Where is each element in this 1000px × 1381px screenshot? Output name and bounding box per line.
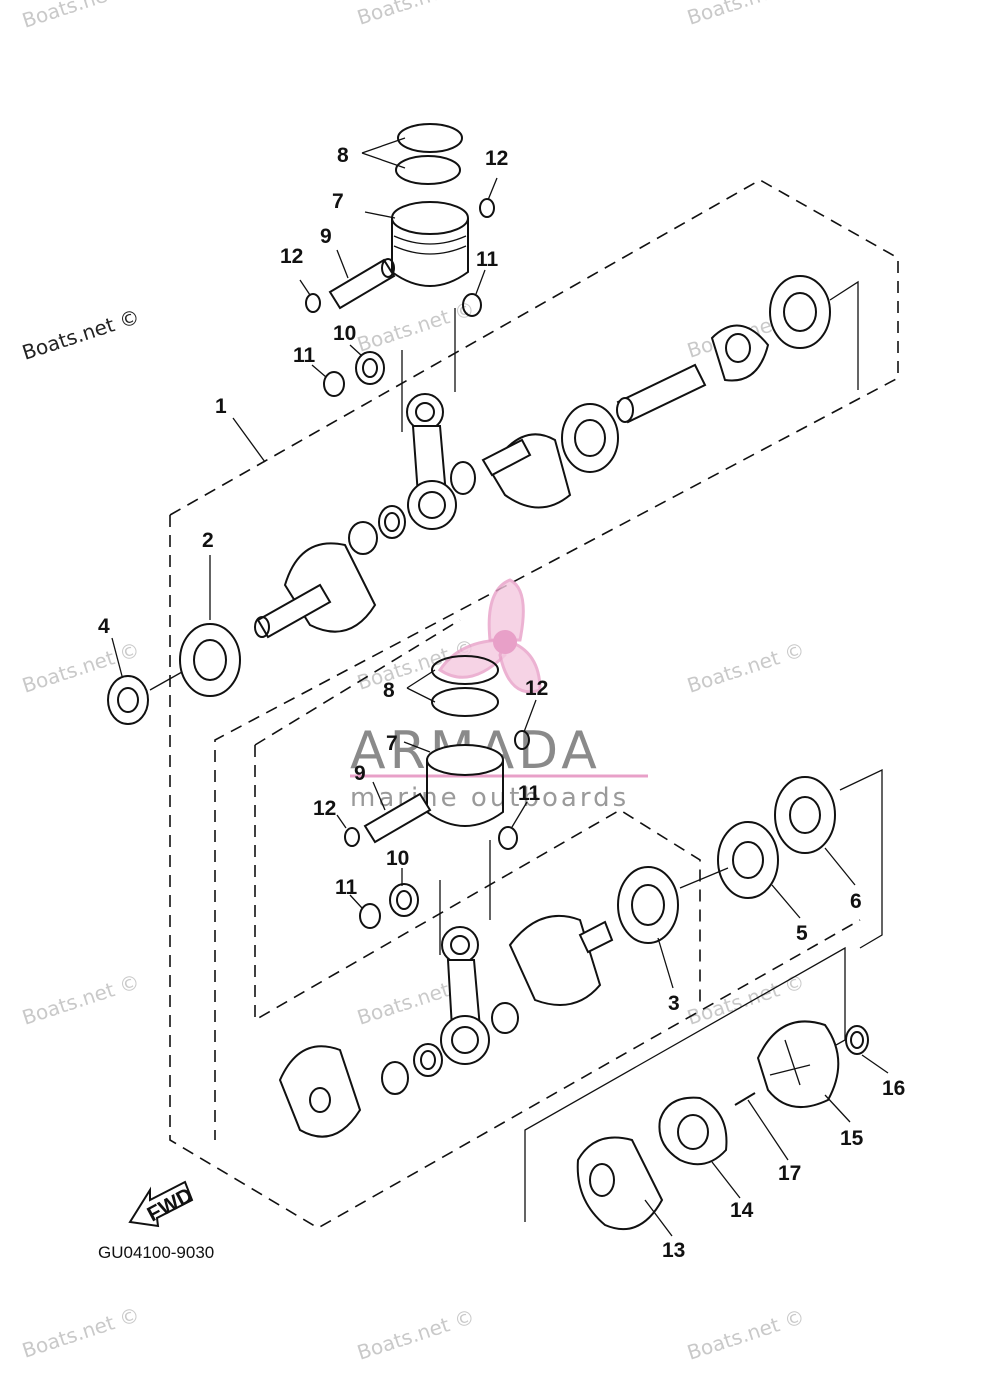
upper-needle-bearing <box>355 351 385 385</box>
crankshaft-assembly-outline <box>169 179 899 1229</box>
watermark-text: Boats.net © <box>684 0 807 30</box>
callout-5: 5 <box>796 922 808 945</box>
callout-1: 1 <box>215 395 227 418</box>
lower-crank-parts <box>278 866 679 1138</box>
callout-labels: 8 12 7 9 12 11 10 11 1 2 4 8 12 7 9 11 1… <box>98 144 905 1262</box>
upper-piston-pin <box>328 258 396 310</box>
callout-10: 10 <box>386 847 409 870</box>
lower-piston-rings <box>431 655 499 717</box>
callout-8: 8 <box>383 679 395 702</box>
oil-seal-5 <box>717 821 779 899</box>
callout-2: 2 <box>202 529 214 552</box>
callout-11: 11 <box>518 782 541 805</box>
ball-bearing-2 <box>179 623 241 697</box>
callout-17: 17 <box>778 1162 801 1185</box>
lower-piston-pin <box>363 792 432 844</box>
watermark-text: Boats.net © <box>19 0 142 33</box>
brand-watermark: ARMADA marine outboards <box>350 578 648 813</box>
callout-10: 10 <box>333 322 356 345</box>
lower-piston <box>426 744 504 827</box>
brand-tagline: marine outboards <box>350 783 629 813</box>
callout-12: 12 <box>280 245 303 268</box>
upper-crank-parts <box>450 275 831 509</box>
callout-15: 15 <box>840 1127 864 1150</box>
callout-11: 11 <box>293 344 316 367</box>
callout-12: 12 <box>525 677 548 700</box>
callout-8: 8 <box>337 144 349 167</box>
watermark-text: Boats.net © <box>19 304 142 365</box>
coupling-13 <box>576 1136 664 1230</box>
watermark-text: Boats.net © <box>354 296 477 357</box>
pin-17 <box>734 1092 756 1106</box>
callout-7: 7 <box>332 190 344 213</box>
upper-clips <box>305 198 495 397</box>
upper-piston-rings <box>395 123 463 185</box>
watermark-text: Boats.net © <box>354 1304 477 1365</box>
callout-12: 12 <box>313 797 336 820</box>
small-bearing <box>348 505 406 555</box>
crank-web-2 <box>254 542 377 639</box>
upper-connecting-rod <box>406 393 457 530</box>
callout-12: 12 <box>485 147 508 170</box>
diagram-code: GU04100-9030 <box>98 1243 214 1262</box>
coupling-15 <box>756 1020 840 1108</box>
lower-needle-bearing <box>389 883 419 917</box>
callout-4: 4 <box>98 615 110 638</box>
callout-3: 3 <box>668 992 680 1015</box>
callout-14: 14 <box>730 1199 754 1222</box>
callout-9: 9 <box>320 225 332 248</box>
callout-9: 9 <box>354 762 366 785</box>
damper-14 <box>658 1096 728 1166</box>
upper-piston <box>391 201 469 287</box>
watermark-text: Boats.net © <box>354 0 477 30</box>
oil-seal-4 <box>107 675 149 725</box>
callout-16: 16 <box>882 1077 905 1100</box>
watermark-text: Boats.net © <box>684 1304 807 1365</box>
callout-6: 6 <box>850 890 862 913</box>
lower-connecting-rod <box>440 926 490 1065</box>
watermark-text: Boats.net © <box>684 637 807 698</box>
callout-7: 7 <box>386 732 398 755</box>
watermark-text: Boats.net © <box>19 969 142 1030</box>
fwd-arrow-icon: FWD <box>128 1180 197 1228</box>
propeller-icon <box>437 578 542 694</box>
leader-lines <box>111 137 889 1237</box>
watermark-text: Boats.net © <box>19 1302 142 1363</box>
watermark-text: Boats.net © <box>684 969 807 1030</box>
callout-11: 11 <box>335 876 358 899</box>
lower-clips <box>344 730 530 929</box>
washer-16 <box>845 1025 869 1055</box>
bracket-lines <box>401 280 883 1222</box>
callout-11: 11 <box>476 248 499 271</box>
callout-13: 13 <box>662 1239 685 1262</box>
bearing-6 <box>774 776 836 854</box>
